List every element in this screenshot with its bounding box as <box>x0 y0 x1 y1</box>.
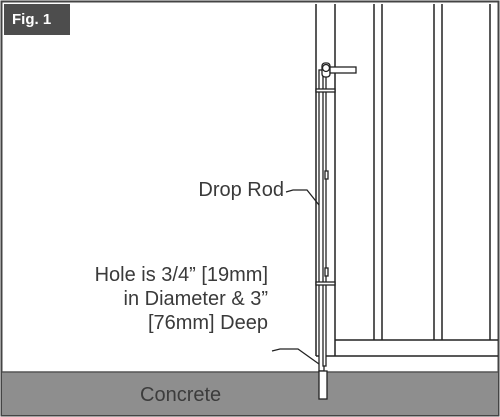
hole-spec-line-1: Hole is 3/4” [19mm] <box>94 264 268 286</box>
drop-rod-bracket-bottom <box>315 281 336 286</box>
hole-spec-label: Hole is 3/4” [19mm] in Diameter & 3” [76… <box>95 263 268 335</box>
drop-rod-guide <box>322 69 327 367</box>
concrete-label: Concrete <box>140 384 222 406</box>
hole-spec-line-2: in Diameter & 3” <box>123 288 269 310</box>
concrete-slab <box>2 372 498 415</box>
hole-leader <box>271 348 320 365</box>
drop-rod-stop <box>324 170 329 180</box>
drop-rod-handle-pivot <box>321 63 331 73</box>
leader-lines <box>271 189 320 365</box>
drop-rod-handle-arm <box>329 66 357 74</box>
drop-rod-tip <box>318 370 328 400</box>
drop-rod-leader <box>285 189 320 206</box>
drop-rod-label: Drop Rod <box>198 179 284 201</box>
drop-rod-bracket-top <box>315 88 336 93</box>
gate-frame <box>315 4 498 357</box>
drop-rod <box>315 62 357 400</box>
drop-rod-stop-lower <box>324 267 329 277</box>
hole-spec-line-3: [76mm] Deep <box>147 312 268 334</box>
figure-badge: Fig. 1 <box>4 4 70 35</box>
